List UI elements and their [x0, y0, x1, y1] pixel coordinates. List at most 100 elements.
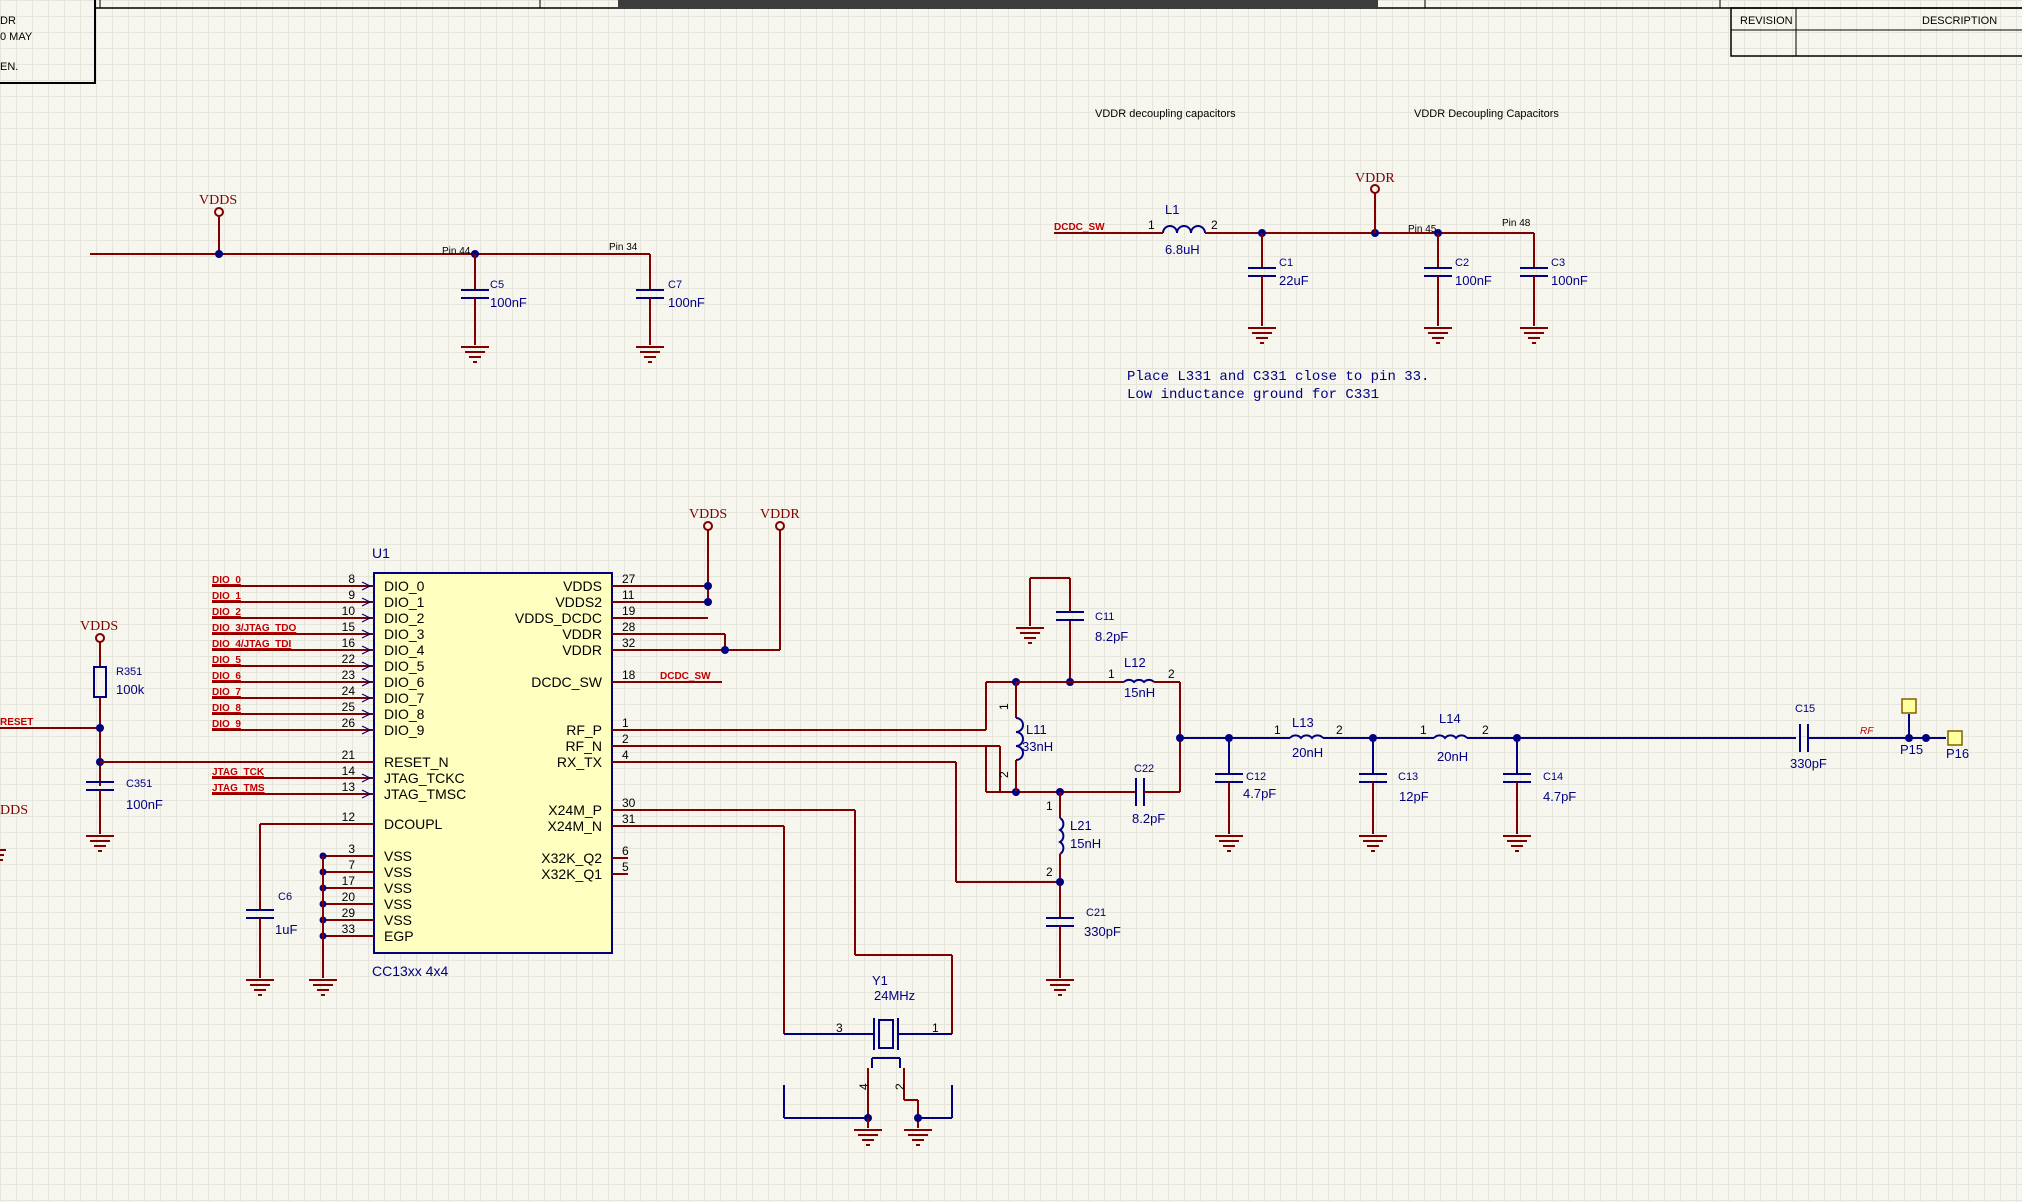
l14-pin2: 2 [1482, 723, 1489, 737]
c21-value: 330pF [1084, 924, 1121, 939]
l21-inductor-icon [1058, 817, 1065, 855]
l12-inductor-icon [1123, 678, 1155, 684]
u1-pin-name: VDDR [562, 642, 602, 658]
c12-ref: C12 [1246, 771, 1266, 783]
c14-ref: C14 [1543, 771, 1563, 783]
input-arrow-icon [361, 613, 372, 623]
vddr-dcdc-group[interactable]: DCDC_SW L1 6.8uH 1 2 VDDR Pin 45 Pin 48 … [1054, 171, 1588, 344]
u1-right-pin[interactable]: 32 VDDR [562, 636, 725, 658]
vddr-u1-power-port-icon [775, 521, 785, 531]
junction-icon [704, 598, 712, 606]
rf-network[interactable]: L11 33nH 1 2 C11 8.2pF L12 15nH 1 2 C22 … [628, 577, 1969, 996]
crystal-y1[interactable]: Y1 24MHz 3 1 4 2 [628, 809, 953, 1146]
note-placement-line1: Place L331 and C331 close to pin 33. [1127, 369, 1429, 385]
u1-pin-name: JTAG_TCKC [384, 770, 465, 786]
u1-pin-name: RF_P [566, 722, 602, 738]
c22-ref: C22 [1134, 763, 1154, 775]
u1-pin-name: VDDS2 [555, 594, 602, 610]
vddr-power-label: VDDR [1355, 171, 1395, 186]
u1-pin-number: 17 [342, 874, 356, 888]
vdds-reset-power-label: VDDS [80, 619, 118, 634]
reset-net-label: RESET [0, 717, 33, 728]
l1-pin1: 1 [1148, 218, 1155, 232]
u1-right-pin[interactable]: 2RF_N [565, 732, 629, 754]
p16-testpoint-icon[interactable] [1947, 730, 1963, 746]
u1-power-group[interactable]: VDDS VDDR DCDC_SW [660, 507, 800, 682]
input-arrow-icon [361, 789, 372, 799]
toolbar-strip[interactable] [618, 0, 1378, 8]
u1-pin-number: 10 [342, 604, 356, 618]
vdds-u1-power-port-icon [703, 521, 713, 531]
l21-pin2: 2 [1046, 865, 1053, 879]
u1-right-pin[interactable]: 4RX_TX [557, 748, 629, 770]
u1-pin-number: 1 [622, 716, 629, 730]
dcoupl-group[interactable]: C6 1uF [246, 823, 358, 996]
l14-pin1: 1 [1420, 723, 1427, 737]
c1-value: 22uF [1279, 273, 1309, 288]
reset-circuit[interactable]: VDDS R351 100k RESET C351 100nF DDS [0, 619, 358, 861]
u1-pin-number: 32 [622, 636, 636, 650]
y1-pin2: 2 [893, 1083, 907, 1090]
l12-ref: L12 [1124, 655, 1146, 670]
input-arrow-icon [361, 661, 372, 671]
vdds-u1-power-label: VDDS [689, 507, 727, 522]
c2-ref: C2 [1455, 257, 1469, 269]
p15-testpoint-icon[interactable] [1901, 698, 1917, 714]
y1-pin4: 4 [857, 1083, 871, 1090]
vdds-decoupling-group[interactable]: VDDS Pin 44 Pin 34 C5 100nF C7 100nF [90, 193, 705, 363]
u1-pin-name: VSS [384, 912, 412, 928]
u1-pin-name: RF_N [565, 738, 602, 754]
note-vddr-decoupling-1: VDDR decoupling capacitors [1095, 108, 1236, 120]
l21-value: 15nH [1070, 836, 1101, 851]
l13-pin2: 2 [1336, 723, 1343, 737]
c6-value: 1uF [275, 922, 297, 937]
u1-pin-number: 28 [622, 620, 636, 634]
u1-right-pin[interactable]: 1 RF_P [566, 716, 629, 738]
ground-icon [1503, 835, 1531, 852]
u1-pin-name: DIO_7 [384, 690, 425, 706]
c15-value: 330pF [1790, 756, 1827, 771]
l14-ref: L14 [1439, 711, 1461, 726]
u1-pin-name: JTAG_TMSC [384, 786, 466, 802]
r351-ref: R351 [116, 666, 142, 678]
u1-pin-name: DIO_1 [384, 594, 425, 610]
y1-pin3: 3 [836, 1021, 843, 1035]
input-arrow-icon [361, 597, 372, 607]
u1-pin-name: DCOUPL [384, 816, 443, 832]
c11-ref: C11 [1095, 611, 1114, 623]
u1-pin-name: RX_TX [557, 754, 603, 770]
c6-ref: C6 [278, 891, 292, 903]
u1-body[interactable] [373, 572, 613, 954]
l11-pin2: 2 [997, 771, 1011, 778]
